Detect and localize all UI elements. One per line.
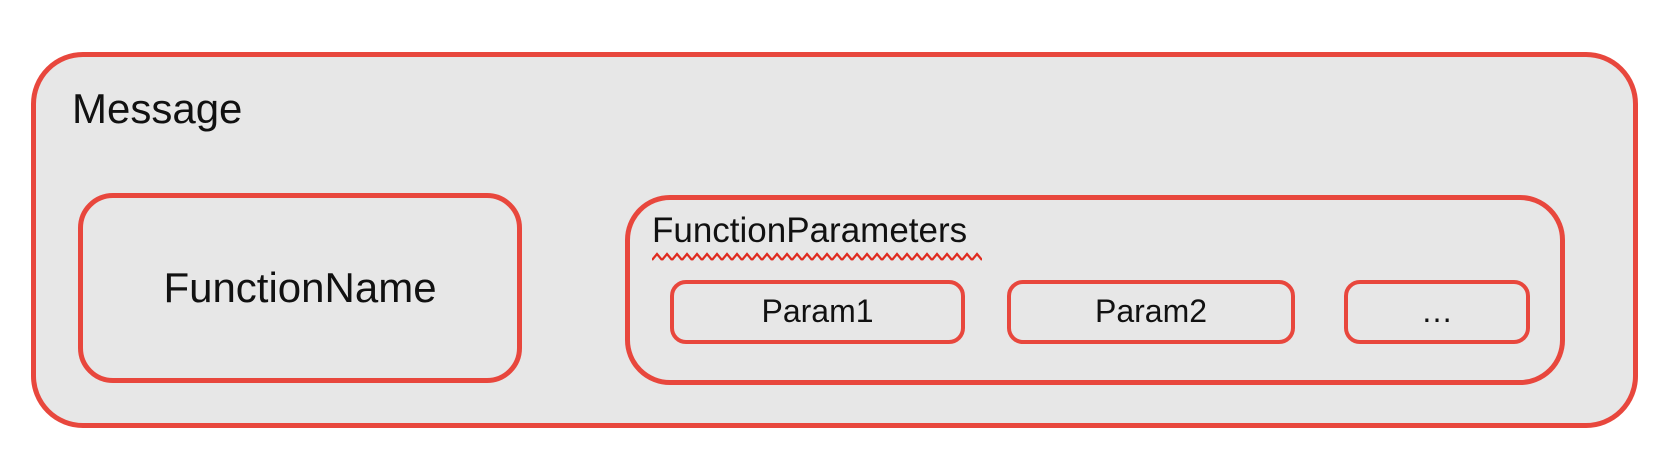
function-parameters-box: FunctionParameters Param1 Param2 … (625, 195, 1565, 385)
message-label: Message (72, 85, 243, 132)
ellipsis-label: … (1421, 293, 1453, 330)
message-box: Message FunctionName FunctionParameters … (31, 52, 1638, 428)
param1-box: Param1 (670, 280, 965, 344)
spellcheck-squiggle-underline (652, 252, 982, 263)
param2-box: Param2 (1007, 280, 1295, 344)
function-parameters-title: FunctionParameters (652, 211, 982, 263)
ellipsis-param-box: … (1344, 280, 1530, 344)
param1-label: Param1 (761, 293, 874, 330)
param2-label: Param2 (1094, 293, 1208, 330)
function-name-label: FunctionName (163, 263, 437, 311)
function-name-box: FunctionName (78, 193, 522, 383)
function-parameters-label: FunctionParameters (652, 211, 968, 250)
